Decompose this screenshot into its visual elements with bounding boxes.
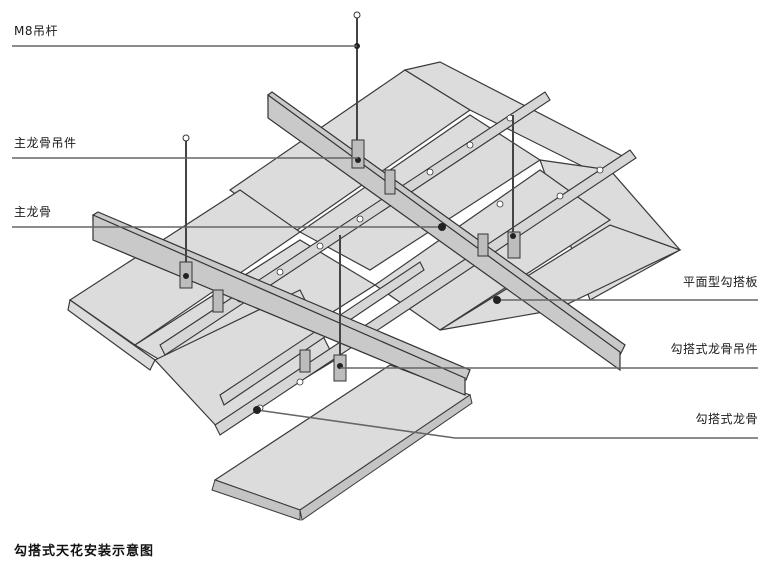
ceiling-panels [67, 61, 682, 521]
label-m8-rod: M8吊杆 [14, 24, 58, 38]
main-keels [92, 91, 626, 396]
label-flat-hook-panel: 平面型勾搭板 [682, 275, 758, 289]
leader-lines [12, 45, 758, 439]
label-main-keel-hanger: 主龙骨吊件 [14, 136, 77, 150]
diagram-caption: 勾搭式天花安装示意图 [14, 544, 155, 559]
label-hook-keel-hanger: 勾搭式龙骨吊件 [670, 342, 758, 356]
label-main-keel: 主龙骨 [14, 205, 52, 219]
hanger-clips [179, 139, 521, 382]
label-hook-keel: 勾搭式龙骨 [695, 412, 758, 426]
hanger-rods [182, 11, 514, 365]
